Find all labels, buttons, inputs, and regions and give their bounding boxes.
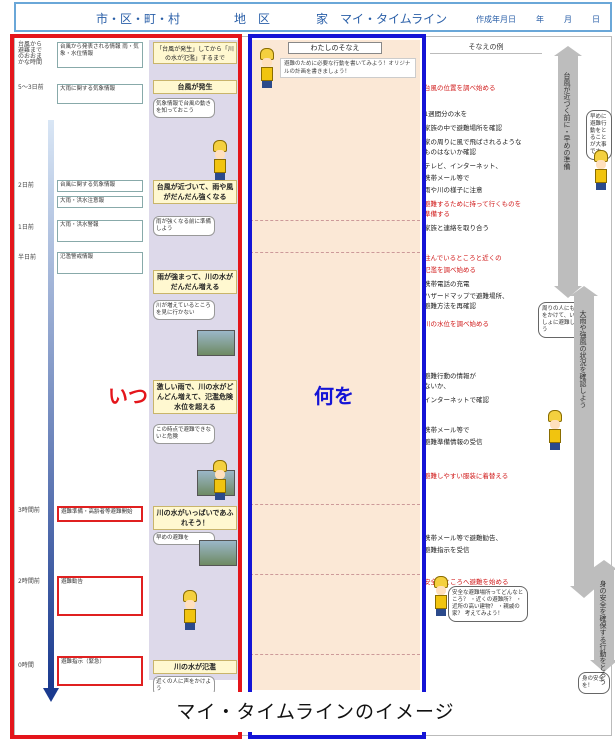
phase-arrow-text: 身の安全を確保する行動をとろう <box>599 580 607 685</box>
story-title: 台風が発生 <box>153 80 237 94</box>
info-box: 大雨に関する気象情報 <box>57 84 143 104</box>
header-year: 年 <box>536 15 544 24</box>
river-photo <box>197 330 235 356</box>
story-title: 川の水が氾濫 <box>153 660 237 674</box>
mascot-character <box>544 410 566 450</box>
time-label: 3時間前 <box>18 507 40 514</box>
example-item: 台風の位置を調べ始める <box>424 84 496 92</box>
info-box: 大雨・洪水注意報 <box>57 196 143 208</box>
phase-arrow-text: 大雨や強風の状況を確認しよう <box>579 310 587 408</box>
my-preparations-column: わたしのそなえ 避難のために必要な行動を書いてみよう！オリジナルの計画を書きまし… <box>250 40 420 690</box>
example-item: 避難するために持って行くものを <box>424 200 522 208</box>
mascot-character <box>590 150 612 190</box>
example-item: 避難行動の情報が <box>424 372 476 380</box>
example-item: 氾濫を調べ始める <box>424 266 476 274</box>
when-label: いつ <box>108 384 148 408</box>
row-divider <box>250 220 420 221</box>
example-item: 携帯メール等で <box>424 426 470 434</box>
phase-arrow <box>570 286 598 598</box>
story-title: 台風が近づいて、雨や風がだんだん強くなる <box>153 180 237 204</box>
example-item: 家族と連絡を取り合う <box>424 224 489 232</box>
mascot-character <box>209 460 231 500</box>
header-day: 日 <box>592 15 600 24</box>
story-header: 「台風が発生」してから「川の水が氾濫」するまで <box>153 42 237 64</box>
header-city: 市・区・町・村 <box>96 12 181 26</box>
example-item: ないか、 <box>424 382 450 390</box>
header-date-label: 作成年月日 <box>476 15 516 24</box>
example-item: インターネットで確認 <box>424 396 489 404</box>
mascot-character <box>430 576 452 616</box>
example-item: 避難指示を受信 <box>424 546 470 554</box>
row-divider <box>250 504 420 505</box>
example-item: 携帯メール等で避難勧告、 <box>424 534 502 542</box>
example-item: 1週間分の水を <box>424 110 468 118</box>
info-box: 台風に関する気象情報 <box>57 180 143 192</box>
phase-arrow <box>590 560 615 672</box>
example-item: 住んでいるところと近くの <box>424 254 502 262</box>
row-divider <box>250 574 420 575</box>
what-frame <box>248 34 426 739</box>
example-item: 準備する <box>424 210 450 218</box>
flood-photo <box>199 540 237 566</box>
example-item: 川の水位を調べ始める <box>424 320 489 328</box>
header-month: 月 <box>564 15 572 24</box>
time-label: 半日前 <box>18 254 37 261</box>
time-label: 0時間 <box>18 662 34 669</box>
info-box-alert: 避難勧告 <box>57 576 143 616</box>
example-item: 携帯メール等で <box>424 174 470 182</box>
header-district: 地 区 <box>234 12 271 26</box>
row-divider <box>250 252 420 253</box>
info-box-alert: 避難準備・高齢者等避難開始 <box>57 506 143 522</box>
mascot-character <box>256 48 278 88</box>
what-label: 何を <box>314 384 354 408</box>
example-item: 雨や川の様子に注意 <box>424 186 483 194</box>
example-item: 家の周りに風で飛ばされるような <box>424 138 522 146</box>
example-item: 避難準備情報の受信 <box>424 438 483 446</box>
info-box: 台風から発表される情報 雨・気象・水位情報 <box>57 42 143 68</box>
row-divider <box>250 654 420 655</box>
advice-balloon: 安全な避難場所ってどんなところ？ ・近くの避難所？ ・近所の高い建物？ ・親戚の… <box>448 586 528 622</box>
time-label: 2日前 <box>18 182 34 189</box>
story-title: 激しい雨で、川の水がどんどん増えて、氾濫危険水位を超える <box>153 380 237 414</box>
my-preparations-header: わたしのそなえ <box>288 42 382 54</box>
story-text: 雨が強くなる前に準備しよう <box>153 216 215 236</box>
example-item: ハザードマップで避難場所、 <box>424 292 509 300</box>
story-column: 「台風が発生」してから「川の水が氾濫」するまで 台風が発生 気象情報で台風の動き… <box>149 40 241 696</box>
info-box-alert: 避難指示（緊急） <box>57 656 143 686</box>
sheet-header: 市・区・町・村 地 区 家 マイ・タイムライン 作成年月日 年 月 日 <box>14 2 612 32</box>
story-text: 気象情報で台風の動きを知っておこう <box>153 98 215 118</box>
story-title: 雨が強まって、川の水がだんだん増える <box>153 270 237 294</box>
phase-arrow-text: 台風が近づく前に・早めの準備 <box>563 72 571 170</box>
story-text: この時点で避難できないと危険 <box>153 424 215 444</box>
image-caption: マイ・タイムラインのイメージ <box>88 692 543 732</box>
examples-column: そなえの例 台風の位置を調べ始める 1週間分の水を家族の中で避難場所を確認家の周り… <box>424 40 548 690</box>
when-frame <box>10 34 242 739</box>
time-label: 2時間前 <box>18 578 40 585</box>
story-title: 川の水がいっぱいであふれそう！ <box>153 506 237 530</box>
time-label: 5～3日前 <box>18 84 44 91</box>
example-item: 避難方法を再確認 <box>424 302 476 310</box>
story-text: 川が増えているところを見に行かない <box>153 300 215 320</box>
info-column: 台風から発表される情報 雨・気象・水位情報 大雨に関する気象情報 台風に関する気… <box>57 40 145 686</box>
example-item: 家族の中で避難場所を確認 <box>424 124 502 132</box>
example-item: ものはないか確認 <box>424 148 476 156</box>
advice-balloon: 身の安全を！ <box>578 672 610 694</box>
info-box: 氾濫警戒情報 <box>57 252 143 274</box>
timeline-arrow-head <box>43 688 59 702</box>
mascot-character <box>209 140 231 180</box>
time-column: 台風から避難までのおおまかな時間 5～3日前 2日前 1日前 半日前 3時間前 … <box>16 40 59 702</box>
example-item: 安全なところへ避難を始める <box>424 578 509 586</box>
header-family: 家 マイ・タイムライン <box>316 12 448 26</box>
info-box: 大雨・洪水警報 <box>57 220 143 242</box>
timeline-arrow <box>48 120 54 690</box>
example-item: テレビ、インターネット、 <box>424 162 502 170</box>
example-item: 携帯電話の充電 <box>424 280 470 288</box>
example-item: 避難しやすい服装に着替える <box>424 472 509 480</box>
my-preparations-subtitle: 避難のために必要な行動を書いてみよう！オリジナルの計画を書きましょう！ <box>280 58 416 78</box>
examples-header: そなえの例 <box>430 42 542 54</box>
time-label: 1日前 <box>18 224 34 231</box>
family-characters <box>179 590 201 630</box>
story-text: 近くの人に声をかけよう <box>153 676 215 696</box>
time-top-note: 台風から避難までのおおまかな時間 <box>18 41 43 66</box>
